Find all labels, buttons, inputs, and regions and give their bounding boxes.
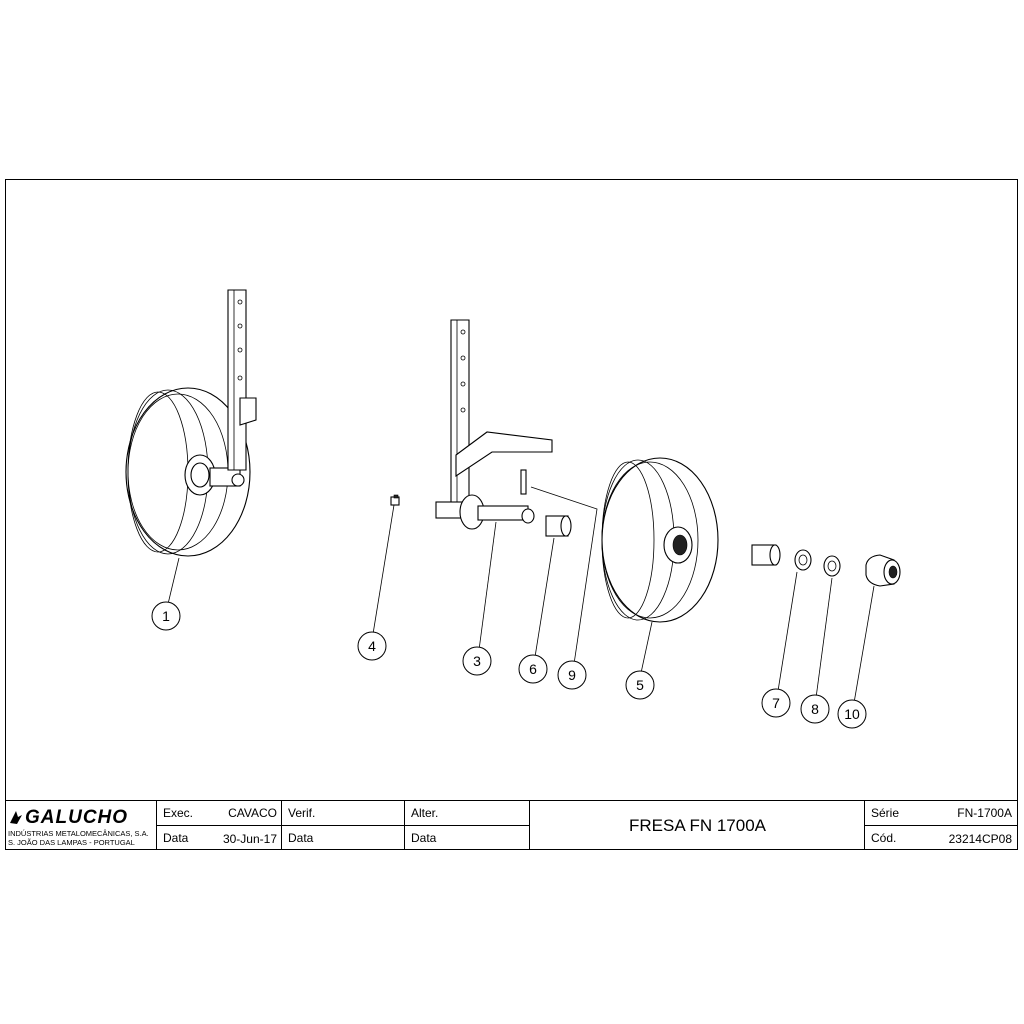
balloon-1: 1 — [151, 601, 181, 631]
exec-date-label: Data — [163, 831, 189, 845]
title-cell — [530, 801, 865, 850]
balloon-8: 8 — [800, 694, 830, 724]
svg-text:9: 9 — [568, 667, 576, 683]
alter-date-label: Data — [411, 831, 437, 845]
svg-text:6: 6 — [529, 661, 537, 677]
balloon-4: 4 — [357, 631, 387, 661]
exploded-view-drawing: 1 4 3 6 9 5 7 8 10 — [125, 289, 901, 729]
drawing-title: FRESA FN 1700A — [628, 816, 766, 835]
exec-label: Exec. — [163, 806, 194, 820]
verif-label: Verif. — [288, 806, 316, 820]
exec-date-value: 30-Jun-17 — [222, 832, 277, 846]
title-block: GALUCHO INDÚSTRIAS METALOMECÂNICAS, S.A.… — [5, 800, 1018, 850]
part-8-washer — [794, 549, 812, 571]
part-4-bolt — [390, 494, 400, 506]
part-nut — [823, 555, 841, 577]
svg-text:7: 7 — [772, 695, 780, 711]
part-5-wheel — [601, 457, 719, 623]
cod-value: 23214CP08 — [948, 832, 1012, 846]
company-logo-cell: GALUCHO INDÚSTRIAS METALOMECÂNICAS, S.A.… — [5, 801, 157, 850]
balloon-9: 9 — [557, 660, 587, 690]
verif-date-label: Data — [288, 831, 314, 845]
part-3-axle-bracket — [435, 319, 553, 530]
part-7-bushing — [751, 544, 781, 566]
balloon-7: 7 — [761, 688, 791, 718]
svg-text:1: 1 — [162, 608, 170, 624]
svg-text:10: 10 — [844, 706, 860, 722]
svg-text:5: 5 — [636, 677, 644, 693]
svg-text:3: 3 — [473, 653, 481, 669]
cod-label: Cód. — [871, 831, 897, 845]
svg-text:4: 4 — [368, 638, 376, 654]
balloon-10: 10 — [837, 699, 867, 729]
exec-value: CAVACO — [228, 806, 277, 820]
part-9-pin — [520, 469, 527, 495]
serie-value: FN-1700A — [957, 806, 1012, 820]
serie-label: Série — [871, 806, 900, 820]
alter-cell: Alter. Data — [405, 801, 530, 850]
exec-cell: Exec. CAVACO Data 30-Jun-17 — [157, 801, 282, 850]
galucho-logo-icon — [10, 811, 22, 824]
balloon-6: 6 — [518, 654, 548, 684]
verif-cell: Verif. Data — [282, 801, 405, 850]
company-line-1: INDÚSTRIAS METALOMECÂNICAS, S.A. — [8, 829, 149, 838]
alter-label: Alter. — [411, 806, 439, 820]
balloon-3: 3 — [462, 646, 492, 676]
balloon-5: 5 — [625, 670, 655, 700]
part-6-bushing — [545, 515, 572, 537]
svg-text:8: 8 — [811, 701, 819, 717]
drawing-frame — [5, 179, 1018, 850]
series-code-cell: Série FN-1700A Cód. 23214CP08 — [865, 801, 1018, 850]
company-line-2: S. JOÃO DAS LAMPAS - PORTUGAL — [8, 838, 135, 847]
part-10-hub-cap — [865, 554, 901, 587]
company-name: GALUCHO — [25, 807, 129, 828]
part-1-wheel-assembly — [125, 289, 257, 557]
leader-lines — [167, 486, 875, 704]
